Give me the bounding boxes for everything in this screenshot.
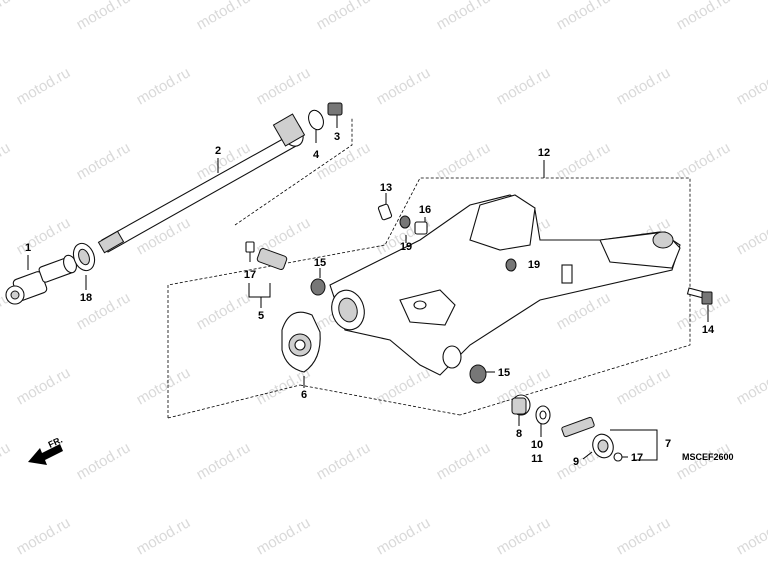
watermark-text: motod.ru (554, 0, 614, 33)
watermark-text: motod.ru (134, 514, 194, 558)
watermark-text: motod.ru (434, 139, 494, 183)
watermark-text: motod.ru (314, 139, 374, 183)
watermark-text: motod.ru (734, 64, 768, 108)
watermark-text: motod.ru (0, 439, 13, 483)
callout-label-c13: 13 (380, 182, 392, 194)
callout-label-c4: 4 (313, 149, 320, 161)
callout-label-c15b: 15 (498, 367, 510, 379)
callout-label-c15a: 15 (314, 257, 326, 269)
callout-label-c6: 6 (301, 389, 307, 401)
oil-seal-part (72, 242, 96, 272)
watermark-text: motod.ru (254, 514, 314, 558)
watermark-text: motod.ru (14, 514, 74, 558)
watermark-text: motod.ru (614, 64, 674, 108)
callout-label-c17b: 17 (631, 452, 643, 464)
callout-label-c12: 12 (538, 147, 550, 159)
bushing-upper-part (310, 278, 326, 296)
callout-label-c17a: 17 (244, 269, 256, 281)
callout-label-c19b: 19 (528, 259, 540, 271)
callout-label-c9: 9 (573, 456, 579, 468)
callout-label-c10: 10 (531, 439, 543, 451)
circlip-part (308, 109, 324, 131)
watermark-text: motod.ru (734, 214, 768, 258)
watermark-text: motod.ru (134, 64, 194, 108)
collar-part (511, 394, 531, 416)
watermark-text: motod.ru (374, 514, 434, 558)
watermark-text: motod.ru (614, 364, 674, 408)
swingarm-part (329, 194, 681, 376)
watermark-text: motod.ru (614, 514, 674, 558)
front-direction-arrow-icon (28, 444, 63, 465)
watermark-text: motod.ru (74, 139, 134, 183)
callout-label-c11: 11 (531, 453, 543, 465)
universal-joint-part (5, 254, 77, 305)
watermark-text: motod.ru (314, 0, 374, 33)
watermark-text: motod.ru (674, 0, 734, 33)
watermark-text: motod.ru (74, 0, 134, 33)
callout-label-c5: 5 (258, 310, 264, 322)
callout-label-c8: 8 (516, 428, 522, 440)
callout-label-c3: 3 (334, 131, 340, 143)
watermark-text: motod.ru (374, 364, 434, 408)
pivot-bolt-part (245, 241, 288, 271)
watermark-text: motod.ru (494, 64, 554, 108)
callout-label-c19a: 19 (400, 241, 412, 253)
watermark-text: motod.ru (554, 139, 614, 183)
watermark-text: motod.ru (194, 439, 254, 483)
watermark-text: motod.ru (134, 364, 194, 408)
callout-label-c2: 2 (215, 145, 221, 157)
callout-label-c7: 7 (665, 438, 671, 450)
drive-shaft-part (97, 113, 306, 254)
small-parts (377, 203, 517, 272)
diagram-code: MSCEF2600 (682, 452, 734, 462)
watermark-text: motod.ru (554, 289, 614, 333)
callout-label-c16: 16 (419, 204, 431, 216)
watermark-text: motod.ru (434, 439, 494, 483)
watermark-text: motod.ru (14, 214, 74, 258)
bushing-lower-part (469, 364, 487, 384)
watermark-text: motod.ru (314, 439, 374, 483)
watermark-text: motod.ru (734, 364, 768, 408)
group-frames (167, 118, 691, 419)
pivot-housing-part (281, 311, 321, 373)
watermark-text: motod.ru (734, 514, 768, 558)
watermark-text: motod.ru (194, 289, 254, 333)
watermark-text: motod.ru (14, 64, 74, 108)
callout-label-c14: 14 (702, 324, 715, 336)
callout-label-c1: 1 (25, 242, 31, 254)
watermark-text: motod.ru (494, 514, 554, 558)
watermark-text: motod.ru (434, 0, 494, 33)
callout-label-c18: 18 (80, 292, 92, 304)
watermark-text: motod.ru (0, 139, 13, 183)
watermark-text: motod.ru (74, 439, 134, 483)
watermark-text: motod.ru (0, 0, 13, 33)
watermark-text: motod.ru (254, 64, 314, 108)
watermark-text: motod.ru (674, 139, 734, 183)
watermark-text: motod.ru (14, 364, 74, 408)
washer-part (535, 405, 551, 425)
watermark-text: motod.ru (374, 64, 434, 108)
watermark-text: motod.ru (194, 0, 254, 33)
bolt-part (686, 287, 713, 305)
stopper-part (327, 102, 343, 116)
pivot-adjuster-part (561, 416, 623, 462)
